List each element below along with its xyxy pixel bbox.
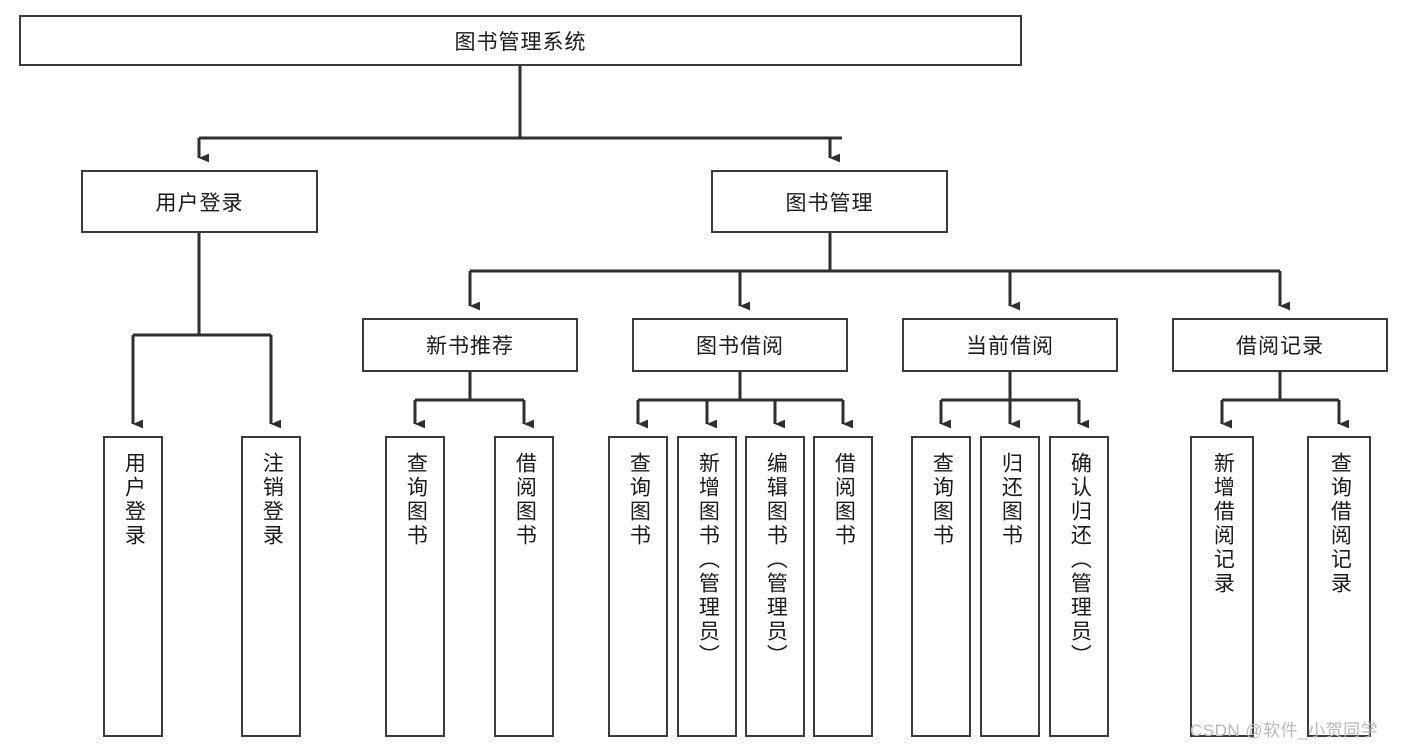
node-borrow-record[interactable]: 借阅记录 <box>1172 318 1388 372</box>
node-leaf-user-login-label: 用户登录 <box>122 452 146 548</box>
node-leaf-edit-book-label: 编辑图书（管理员） <box>764 452 788 668</box>
node-leaf-confirm-return[interactable]: 确认归还（管理员） <box>1049 436 1109 737</box>
node-leaf-query-book-3-label: 查询图书 <box>930 452 954 548</box>
node-leaf-query-book-1-label: 查询图书 <box>404 452 428 548</box>
node-leaf-return-book[interactable]: 归还图书 <box>980 436 1040 737</box>
node-leaf-query-book-2[interactable]: 查询图书 <box>608 436 668 737</box>
node-current-borrow[interactable]: 当前借阅 <box>902 318 1118 372</box>
node-leaf-logout[interactable]: 注销登录 <box>241 436 301 737</box>
node-leaf-borrow-book-2-label: 借阅图书 <box>832 452 856 548</box>
node-leaf-query-record-label: 查询借阅记录 <box>1328 452 1352 596</box>
node-leaf-query-book-1[interactable]: 查询图书 <box>385 436 445 737</box>
node-leaf-edit-book[interactable]: 编辑图书（管理员） <box>745 436 805 737</box>
node-leaf-add-record-label: 新增借阅记录 <box>1211 452 1235 596</box>
node-new-book-recommend[interactable]: 新书推荐 <box>362 318 578 372</box>
node-book-management-label: 图书管理 <box>785 191 874 215</box>
node-book-borrow-label: 图书借阅 <box>696 335 784 358</box>
node-current-borrow-label: 当前借阅 <box>966 335 1054 358</box>
node-leaf-return-book-label: 归还图书 <box>999 452 1023 548</box>
node-user-login[interactable]: 用户登录 <box>81 170 318 233</box>
node-book-borrow[interactable]: 图书借阅 <box>632 318 848 372</box>
node-leaf-logout-label: 注销登录 <box>260 452 284 548</box>
node-leaf-query-book-2-label: 查询图书 <box>627 452 651 548</box>
node-leaf-borrow-book-1-label: 借阅图书 <box>513 452 537 548</box>
node-leaf-add-book[interactable]: 新增图书（管理员） <box>677 436 737 737</box>
node-new-book-recommend-label: 新书推荐 <box>426 335 514 358</box>
node-borrow-record-label: 借阅记录 <box>1236 335 1324 358</box>
node-leaf-borrow-book-2[interactable]: 借阅图书 <box>813 436 873 737</box>
node-leaf-user-login[interactable]: 用户登录 <box>103 436 163 737</box>
node-leaf-confirm-return-label: 确认归还（管理员） <box>1068 452 1092 668</box>
node-leaf-query-record[interactable]: 查询借阅记录 <box>1307 436 1371 737</box>
node-user-login-label: 用户登录 <box>155 191 244 215</box>
node-book-management[interactable]: 图书管理 <box>711 170 948 233</box>
node-leaf-query-book-3[interactable]: 查询图书 <box>911 436 971 737</box>
node-leaf-borrow-book-1[interactable]: 借阅图书 <box>494 436 554 737</box>
node-root-label: 图书管理系统 <box>454 30 587 54</box>
node-leaf-add-book-label: 新增图书（管理员） <box>696 452 720 668</box>
node-leaf-add-record[interactable]: 新增借阅记录 <box>1190 436 1254 737</box>
node-root[interactable]: 图书管理系统 <box>19 15 1022 66</box>
